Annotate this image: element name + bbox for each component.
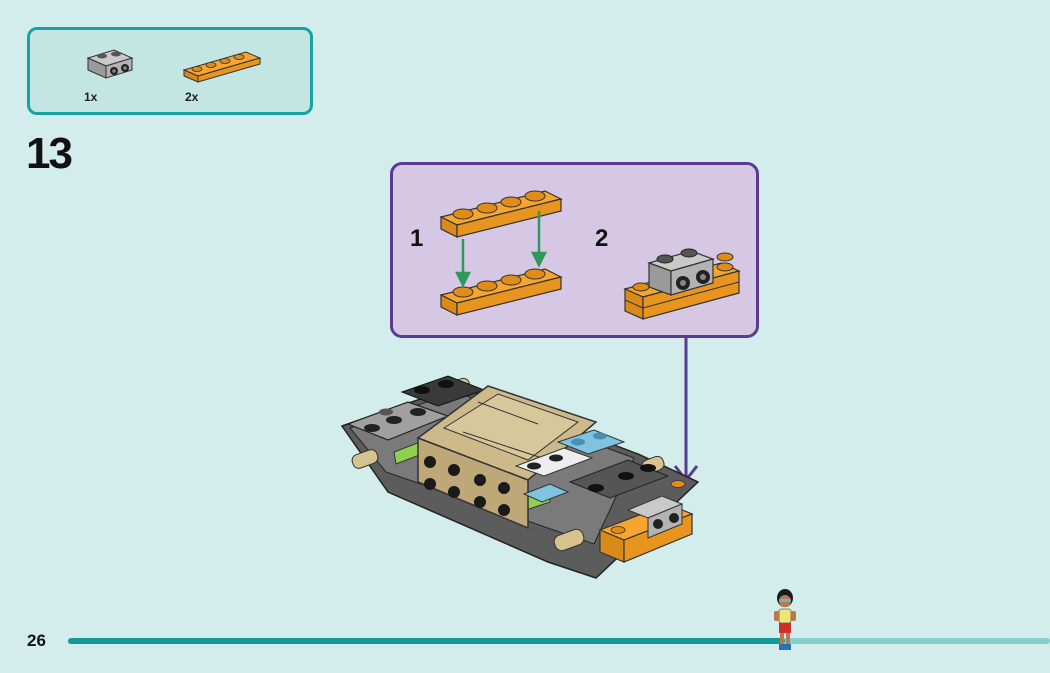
- substep-1-label: 1: [410, 225, 424, 252]
- substep-1-illustration: [439, 190, 563, 316]
- progress-bar-fill: [68, 638, 785, 644]
- page-number: 26: [27, 631, 46, 650]
- substep-2-label: 2: [595, 225, 609, 252]
- vehicle-chassis-model: [340, 375, 700, 579]
- subassembly-callout: 1 2: [390, 162, 759, 338]
- orange-plate-quantity: 2x: [185, 90, 199, 104]
- orange-plate-part-image: [182, 51, 262, 83]
- parts-list-box: 1x 2x: [27, 27, 313, 115]
- grey-bracket-part-image: [86, 49, 134, 79]
- grey-bracket-quantity: 1x: [84, 90, 98, 104]
- green-arrow-icon: [454, 211, 548, 288]
- progress-bar-track: [68, 638, 1050, 644]
- substep-2-illustration: [623, 248, 741, 320]
- step-number: 13: [26, 129, 73, 178]
- minifigure-icon: [773, 589, 796, 650]
